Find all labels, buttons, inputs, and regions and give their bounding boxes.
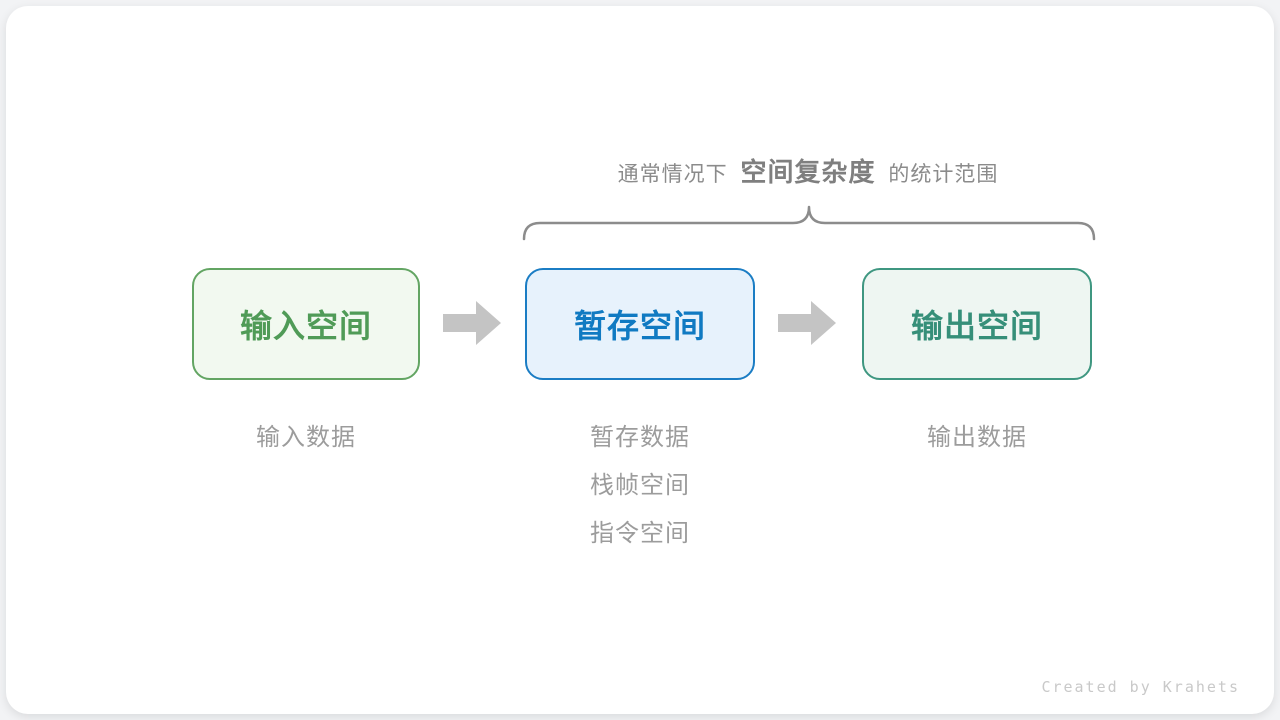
buffer-notes: 暂存数据 栈帧空间 指令空间 [525, 414, 755, 558]
scope-caption: 通常情况下 空间复杂度 的统计范围 [520, 152, 1096, 189]
buffer-space-box: 暂存空间 [525, 268, 755, 380]
note-line: 栈帧空间 [590, 472, 690, 499]
diagram-card: 通常情况下 空间复杂度 的统计范围 输入空间 暂存空间 输出空间 输入数据 暂存… [6, 6, 1274, 714]
buffer-space-label: 暂存空间 [573, 308, 706, 344]
block-arrow-icon [778, 301, 836, 345]
note-line: 指令空间 [590, 520, 690, 547]
curly-brace-icon [522, 205, 1096, 241]
note-line: 输入数据 [256, 424, 356, 451]
input-notes: 输入数据 [192, 414, 420, 462]
output-space-box: 输出空间 [862, 268, 1092, 380]
caption-suffix: 的统计范围 [888, 163, 999, 186]
scope-brace [522, 203, 1096, 243]
credit-text: Created by Krahets [1041, 678, 1240, 696]
output-notes: 输出数据 [862, 414, 1092, 462]
caption-highlight: 空间复杂度 [740, 157, 876, 187]
arrow-right-icon [443, 298, 501, 348]
output-space-label: 输出空间 [910, 308, 1043, 344]
block-arrow-icon [443, 301, 501, 345]
arrow-right-icon [778, 298, 836, 348]
note-line: 暂存数据 [590, 424, 690, 451]
input-space-label: 输入空间 [239, 308, 372, 344]
input-space-box: 输入空间 [192, 268, 420, 380]
caption-prefix: 通常情况下 [617, 163, 728, 186]
note-line: 输出数据 [927, 424, 1027, 451]
